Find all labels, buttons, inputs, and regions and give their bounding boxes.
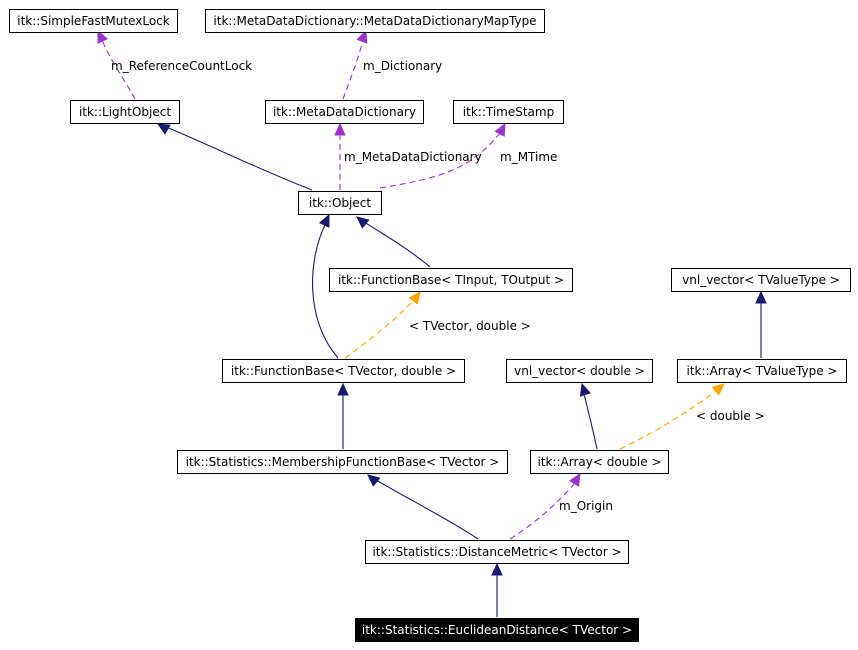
- edge-label-meta-data-dictionary: m_MetaDataDictionary: [344, 150, 482, 164]
- edge-lightobject-mutexlock: [101, 39, 136, 100]
- node-simple-fast-mutex-lock[interactable]: itk::SimpleFastMutexLock: [9, 9, 178, 33]
- edge-label-dictionary: m_Dictionary: [363, 59, 443, 73]
- edge-dm-mfb: [375, 479, 479, 540]
- edge-fbg-object-arrowhead: [356, 216, 370, 229]
- edge-dm-mfb-arrowhead: [367, 474, 381, 487]
- edge-label-double: < double >: [696, 409, 765, 423]
- node-membership-function-base[interactable]: itk::Statistics::MembershipFunctionBase<…: [177, 450, 508, 474]
- edge-label-mtime: m_MTime: [500, 150, 558, 164]
- edge-ad-vvd: [583, 393, 598, 450]
- node-function-base-generic[interactable]: itk::FunctionBase< TInput, TOutput >: [329, 268, 573, 292]
- node-light-object[interactable]: itk::LightObject: [70, 100, 180, 124]
- node-meta-data-dictionary[interactable]: itk::MetaDataDictionary: [265, 100, 424, 124]
- edge-fbt-fbg-arrowhead: [408, 291, 421, 305]
- edge-label-reference-count-lock: m_ReferenceCountLock: [111, 59, 253, 73]
- edge-dm-ad-arrowhead: [569, 472, 581, 487]
- edge-dm-ad: [509, 482, 576, 540]
- edge-mddict-maptype-arrowhead: [356, 29, 368, 44]
- edge-object-lightobject: [165, 126, 313, 191]
- edge-object-mddict-arrowhead: [334, 122, 346, 136]
- edge-ad-vvd-arrowhead: [579, 382, 591, 397]
- node-meta-data-dictionary-map-type[interactable]: itk::MetaDataDictionary::MetaDataDiction…: [205, 9, 545, 33]
- node-function-base-tvector-double[interactable]: itk::FunctionBase< TVector, double >: [222, 359, 465, 383]
- node-array-double[interactable]: itk::Array< double >: [530, 450, 669, 474]
- edge-fbt-object-arrowhead: [318, 213, 330, 228]
- node-object[interactable]: itk::Object: [298, 191, 382, 215]
- edge-ed-dm-arrowhead: [491, 562, 503, 576]
- node-euclidean-distance-current[interactable]: itk::Statistics::EuclideanDistance< TVec…: [355, 618, 639, 642]
- edge-fbg-object: [363, 221, 431, 268]
- node-vnl-vector-tvaluetype[interactable]: vnl_vector< TValueType >: [671, 268, 851, 292]
- node-vnl-vector-double[interactable]: vnl_vector< double >: [506, 359, 653, 383]
- edge-label-tvector-double: < TVector, double >: [409, 319, 531, 333]
- edge-fbt-object: [312, 224, 339, 359]
- node-array-tvaluetype[interactable]: itk::Array< TValueType >: [677, 359, 847, 383]
- edge-atv-vvt-arrowhead: [755, 290, 767, 304]
- edge-object-timestamp-arrowhead: [494, 122, 506, 137]
- edge-fbt-fbg: [344, 299, 415, 359]
- node-distance-metric[interactable]: itk::Statistics::DistanceMetric< TVector…: [365, 540, 629, 564]
- edge-object-lightobject-arrowhead: [156, 123, 171, 135]
- edge-ad-atv-arrowhead: [711, 383, 725, 396]
- edge-ad-atv: [619, 390, 717, 450]
- edge-label-origin: m_Origin: [559, 499, 613, 513]
- edge-mddict-maptype: [342, 39, 364, 100]
- node-time-stamp[interactable]: itk::TimeStamp: [453, 100, 564, 124]
- edge-object-timestamp: [379, 132, 501, 189]
- edge-mfb-fbt-arrowhead: [337, 382, 349, 396]
- edge-lightobject-mutexlock-arrowhead: [97, 29, 109, 44]
